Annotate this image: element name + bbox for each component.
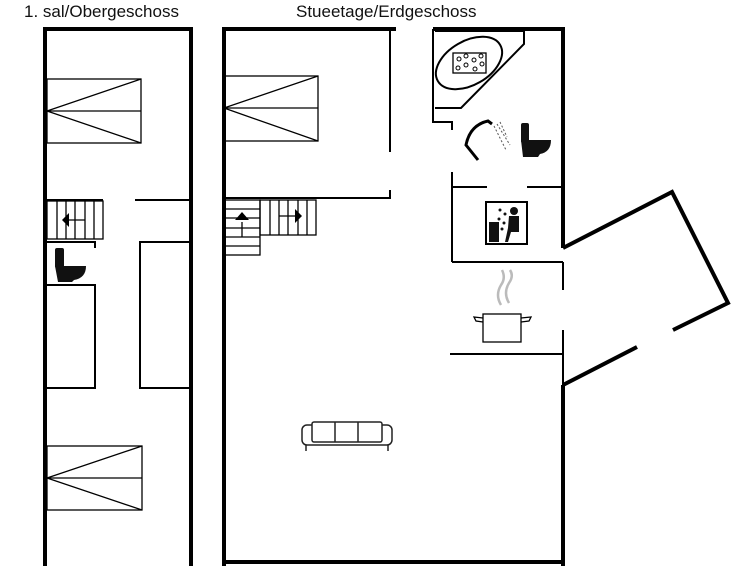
floor-label-ground: Stueetage/Erdgeschoss — [296, 2, 477, 21]
bed-icon — [44, 445, 143, 511]
stairs-icon — [46, 200, 104, 240]
stairs-icon — [224, 199, 317, 256]
toilet-icon — [521, 123, 551, 157]
floor-label-upper: 1. sal/Obergeschoss — [24, 2, 179, 21]
shower-icon — [464, 119, 511, 161]
sauna-icon — [485, 201, 528, 245]
bathtub-icon — [434, 30, 525, 109]
bed-icon — [222, 75, 319, 142]
toilet-icon — [55, 248, 86, 282]
sofa-icon — [301, 421, 393, 451]
bed-icon — [44, 78, 142, 144]
upper-floor-walls — [43, 27, 193, 566]
ground-floor-walls — [222, 27, 731, 566]
cooking-pot-icon — [472, 269, 533, 343]
